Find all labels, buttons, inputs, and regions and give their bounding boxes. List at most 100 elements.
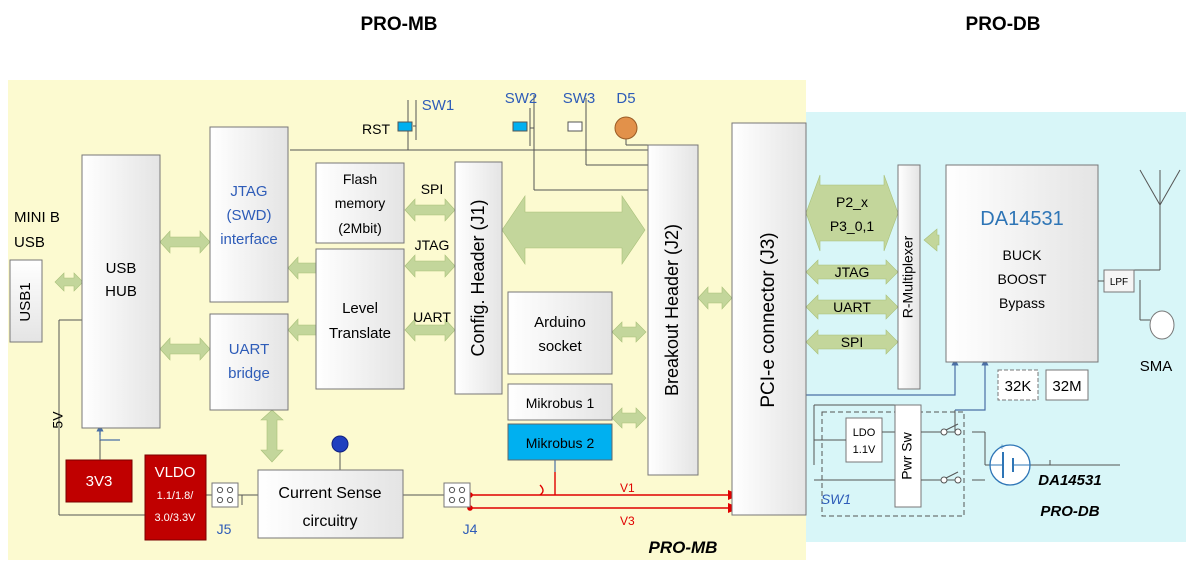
sma-label: SMA (1140, 358, 1173, 375)
uart-bus-label: UART (413, 309, 451, 325)
led-d5-icon (614, 116, 638, 140)
heading-pro-db: PRO-DB (966, 14, 1041, 35)
flash-label-3: (2Mbit) (338, 220, 382, 236)
uart-bridge-label-2: bridge (228, 365, 270, 382)
level-translate-box (315, 248, 405, 390)
pcie-label: PCI-e connector (J3) (758, 232, 779, 407)
da14531-title: DA14531 (980, 208, 1063, 230)
arrow-j1-j2 (501, 195, 646, 265)
jtag-bus-label: JTAG (415, 237, 450, 253)
spi-db-label: SPI (841, 334, 864, 350)
bus-arrows (54, 174, 940, 463)
pwr-sw-label: Pwr Sw (899, 431, 915, 479)
breakout-header-box (647, 144, 699, 476)
five-v-label: 5V (50, 411, 66, 429)
j4-jumper (443, 482, 471, 508)
arduino-label-1: Arduino (534, 314, 586, 331)
sma-connector-icon (1149, 310, 1175, 340)
usb-port-label: USB (14, 234, 45, 251)
rst-label: RST (362, 121, 390, 137)
jtag-label-3: interface (220, 231, 278, 248)
v3v3-label: 3V3 (86, 473, 113, 490)
jtag-label-2: (SWD) (227, 207, 272, 224)
mikrobus2-label: Mikrobus 2 (526, 435, 595, 451)
p2x-label: P2_x (836, 194, 868, 210)
da-buck: BUCK (1003, 247, 1043, 263)
pcie-box (731, 122, 807, 516)
sw3-button-icon (567, 121, 583, 132)
arrow-mikrobus-j2 (611, 407, 647, 429)
j4-label: J4 (463, 521, 478, 537)
arrow-uart-current (260, 409, 284, 463)
pro-mb-corner-label: PRO-MB (649, 538, 718, 557)
v3v3-box (65, 459, 133, 503)
da14531-box (945, 164, 1099, 363)
vldo-label-3: 3.0/3.3V (155, 512, 197, 524)
flash-label-1: Flash (343, 171, 377, 187)
ldo-label-2: 1.1V (853, 444, 876, 456)
vldo-box (144, 454, 207, 541)
jtag-interface-box (209, 126, 289, 303)
arduino-label-2: socket (538, 338, 582, 355)
d5-label: D5 (616, 90, 635, 107)
level-label-2: Translate (329, 325, 391, 342)
spi-label: SPI (421, 181, 444, 197)
uart-db-label: UART (833, 299, 871, 315)
sw2-button-icon (512, 121, 528, 132)
pwr-sw-box (894, 404, 922, 508)
antenna-icon (1139, 169, 1181, 206)
mini-b-label: MINI B (14, 209, 60, 226)
flash-box (315, 162, 405, 244)
da-bypass: Bypass (999, 295, 1045, 311)
usb-hub-box (81, 154, 161, 429)
sw2-label: SW2 (505, 90, 538, 107)
da-boost: BOOST (997, 271, 1046, 287)
r-multiplexer-box (897, 164, 921, 390)
mikrobus1-label: Mikrobus 1 (526, 395, 595, 411)
j5-label: J5 (217, 521, 232, 537)
level-label-1: Level (342, 300, 378, 317)
crystal-32m-box (1045, 369, 1089, 401)
sw1-dashed-box (821, 411, 965, 517)
lpf-label: LPF (1110, 277, 1128, 288)
sw1-button-icon (397, 121, 413, 132)
vldo-label-2: 1.1/1.8/ (157, 490, 195, 502)
db-corner-label-1: DA14531 (1038, 472, 1101, 489)
sw1-db-label: SW1 (821, 491, 851, 507)
uart-bridge-box (209, 313, 289, 411)
mikrobus1-box (507, 383, 613, 421)
heading-pro-mb: PRO-MB (360, 14, 437, 35)
crystal-32m-label: 32M (1052, 378, 1081, 395)
vldo-label-1: VLDO (155, 464, 196, 481)
jtag-label-1: JTAG (230, 183, 267, 200)
arduino-box (507, 291, 613, 375)
breakout-header-label: Breakout Header (J2) (662, 224, 682, 396)
sw1-label: SW1 (422, 97, 455, 114)
flash-label-2: memory (335, 195, 386, 211)
crystal-32k-label: 32K (1005, 378, 1032, 395)
config-header-label: Config. Header (J1) (468, 199, 488, 356)
arrow-p2x (805, 174, 899, 252)
v3-label: V3 (620, 514, 635, 528)
db-corner-label-2: PRO-DB (1040, 503, 1099, 520)
mikrobus2-box (507, 423, 613, 461)
power-lines (469, 472, 728, 509)
crystal-32k-box (997, 369, 1039, 401)
uart-bridge-label-1: UART (229, 341, 270, 358)
arrow-rmux-da (923, 228, 940, 252)
usb-hub-label-1: USB (106, 260, 137, 277)
current-sense-label-2: circuitry (302, 513, 357, 530)
usb1-label: USB1 (17, 282, 34, 321)
sw-lever-1 (945, 423, 959, 431)
arrow-arduino-j2 (611, 321, 647, 343)
p3-label: P3_0,1 (830, 218, 875, 234)
j5-jumper (211, 482, 239, 508)
usb-hub-label-2: HUB (105, 283, 137, 300)
ldo-label-1: LDO (853, 427, 876, 439)
current-sense-box (257, 469, 404, 539)
r-multiplexer-label: R-Multiplexer (900, 235, 916, 318)
usb1-box (9, 259, 43, 343)
sw-lever-2 (945, 471, 959, 479)
